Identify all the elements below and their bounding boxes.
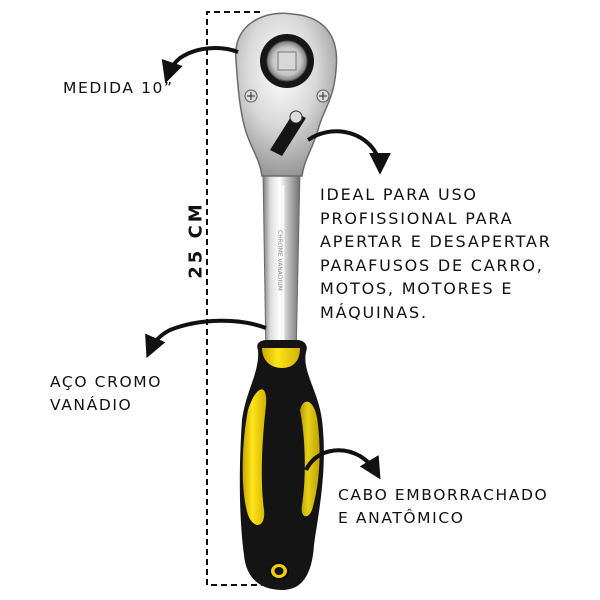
curved-arrow-left-icon xyxy=(145,318,267,359)
curved-arrow-right-icon xyxy=(306,129,391,175)
length-dimension-label: 25 CM xyxy=(185,201,207,279)
curved-arrow-right-icon xyxy=(304,448,381,480)
dimension-bracket xyxy=(206,11,262,586)
usage-line: MÁQUINAS. xyxy=(320,302,428,322)
handle-line: CABO EMBORRACHADO xyxy=(338,486,549,504)
curved-arrow-left-icon xyxy=(161,46,239,84)
usage-callout: IDEAL PARA USO PROFISSIONAL PARA APERTAR… xyxy=(320,183,552,324)
usage-line: APERTAR E DESAPERTAR xyxy=(320,232,552,251)
material-line: AÇO CROMO xyxy=(50,373,163,391)
material-line: VANÁDIO xyxy=(50,396,133,414)
svg-text:CHROME VANADIUM: CHROME VANADIUM xyxy=(276,230,283,291)
usage-line: PROFISSIONAL PARA xyxy=(320,208,514,228)
wrench-handle xyxy=(239,340,324,590)
wrench-head xyxy=(235,12,338,177)
handle-yellow-insert xyxy=(242,389,267,526)
size-callout: MEDIDA 10” xyxy=(63,79,174,97)
wrench-shaft: CHROME VANADIUM xyxy=(262,169,301,361)
handle-line: E ANATÔMICO xyxy=(338,509,465,527)
usage-line: MOTOS, MOTORES E xyxy=(320,279,514,298)
handle-callout: CABO EMBORRACHADO E ANATÔMICO xyxy=(338,484,548,530)
usage-line: PARAFUSOS DE CARRO, xyxy=(320,255,544,275)
usage-line: IDEAL PARA USO xyxy=(320,185,478,204)
material-callout: AÇO CROMO VANÁDIO xyxy=(50,371,162,417)
